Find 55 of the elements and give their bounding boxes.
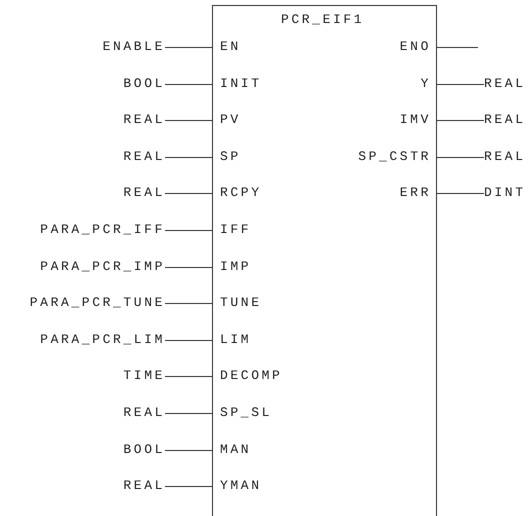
connector-line — [436, 47, 478, 48]
data-type-label: PARA_PCR_TUNE — [30, 295, 165, 312]
pin-label: ENO — [400, 39, 436, 55]
connector-line — [164, 47, 214, 48]
connector-line — [164, 193, 214, 194]
connector-line — [164, 450, 214, 451]
pin-label: DECOMP — [213, 368, 282, 384]
connector-line — [164, 230, 214, 231]
pin-label: Y — [420, 76, 436, 92]
data-type-label: REAL — [484, 112, 526, 128]
pin-label: TUNE — [213, 295, 262, 312]
pin-label: IMV — [400, 112, 436, 128]
pin-label: MAN — [213, 442, 252, 458]
function-block — [212, 5, 437, 516]
connector-line — [436, 84, 484, 85]
data-type-label: PARA_PCR_IMP — [40, 258, 165, 275]
data-type-label: REAL — [123, 478, 165, 494]
data-type-label: BOOL — [123, 442, 165, 458]
pin-label: IMP — [213, 258, 252, 275]
data-type-label: DINT — [484, 185, 526, 202]
pin-label: RCPY — [213, 185, 262, 202]
pin-label: PV — [213, 112, 241, 128]
pin-label: ERR — [400, 185, 436, 202]
pin-label: YMAN — [213, 478, 262, 494]
pin-label: IFF — [213, 222, 252, 238]
data-type-label: REAL — [123, 185, 165, 202]
block-title: PCR_EIF1 — [281, 12, 364, 28]
data-type-label: REAL — [123, 112, 165, 128]
connector-line — [164, 84, 214, 85]
connector-line — [164, 413, 214, 414]
pin-label: EN — [213, 39, 241, 55]
connector-line — [164, 486, 214, 487]
connector-line — [164, 267, 214, 268]
connector-line — [436, 120, 484, 121]
data-type-label: TIME — [123, 368, 165, 384]
data-type-label: REAL — [123, 148, 165, 165]
data-type-label: PARA_PCR_IFF — [40, 222, 165, 238]
data-type-label: PARA_PCR_LIM — [40, 332, 165, 348]
connector-line — [436, 193, 484, 194]
connector-line — [164, 303, 214, 304]
data-type-label: REAL — [484, 76, 526, 92]
pin-label: SP_SL — [213, 405, 272, 421]
connector-line — [164, 120, 214, 121]
data-type-label: REAL — [123, 405, 165, 421]
connector-line — [436, 157, 484, 158]
pin-label: SP — [213, 148, 241, 165]
connector-line — [164, 376, 214, 377]
data-type-label: ENABLE — [102, 39, 165, 55]
pin-label: SP_CSTR — [358, 148, 436, 165]
connector-line — [164, 340, 214, 341]
pin-label: INIT — [213, 76, 262, 92]
pin-label: LIM — [213, 332, 252, 348]
connector-line — [164, 157, 214, 158]
data-type-label: BOOL — [123, 76, 165, 92]
data-type-label: REAL — [484, 148, 526, 165]
